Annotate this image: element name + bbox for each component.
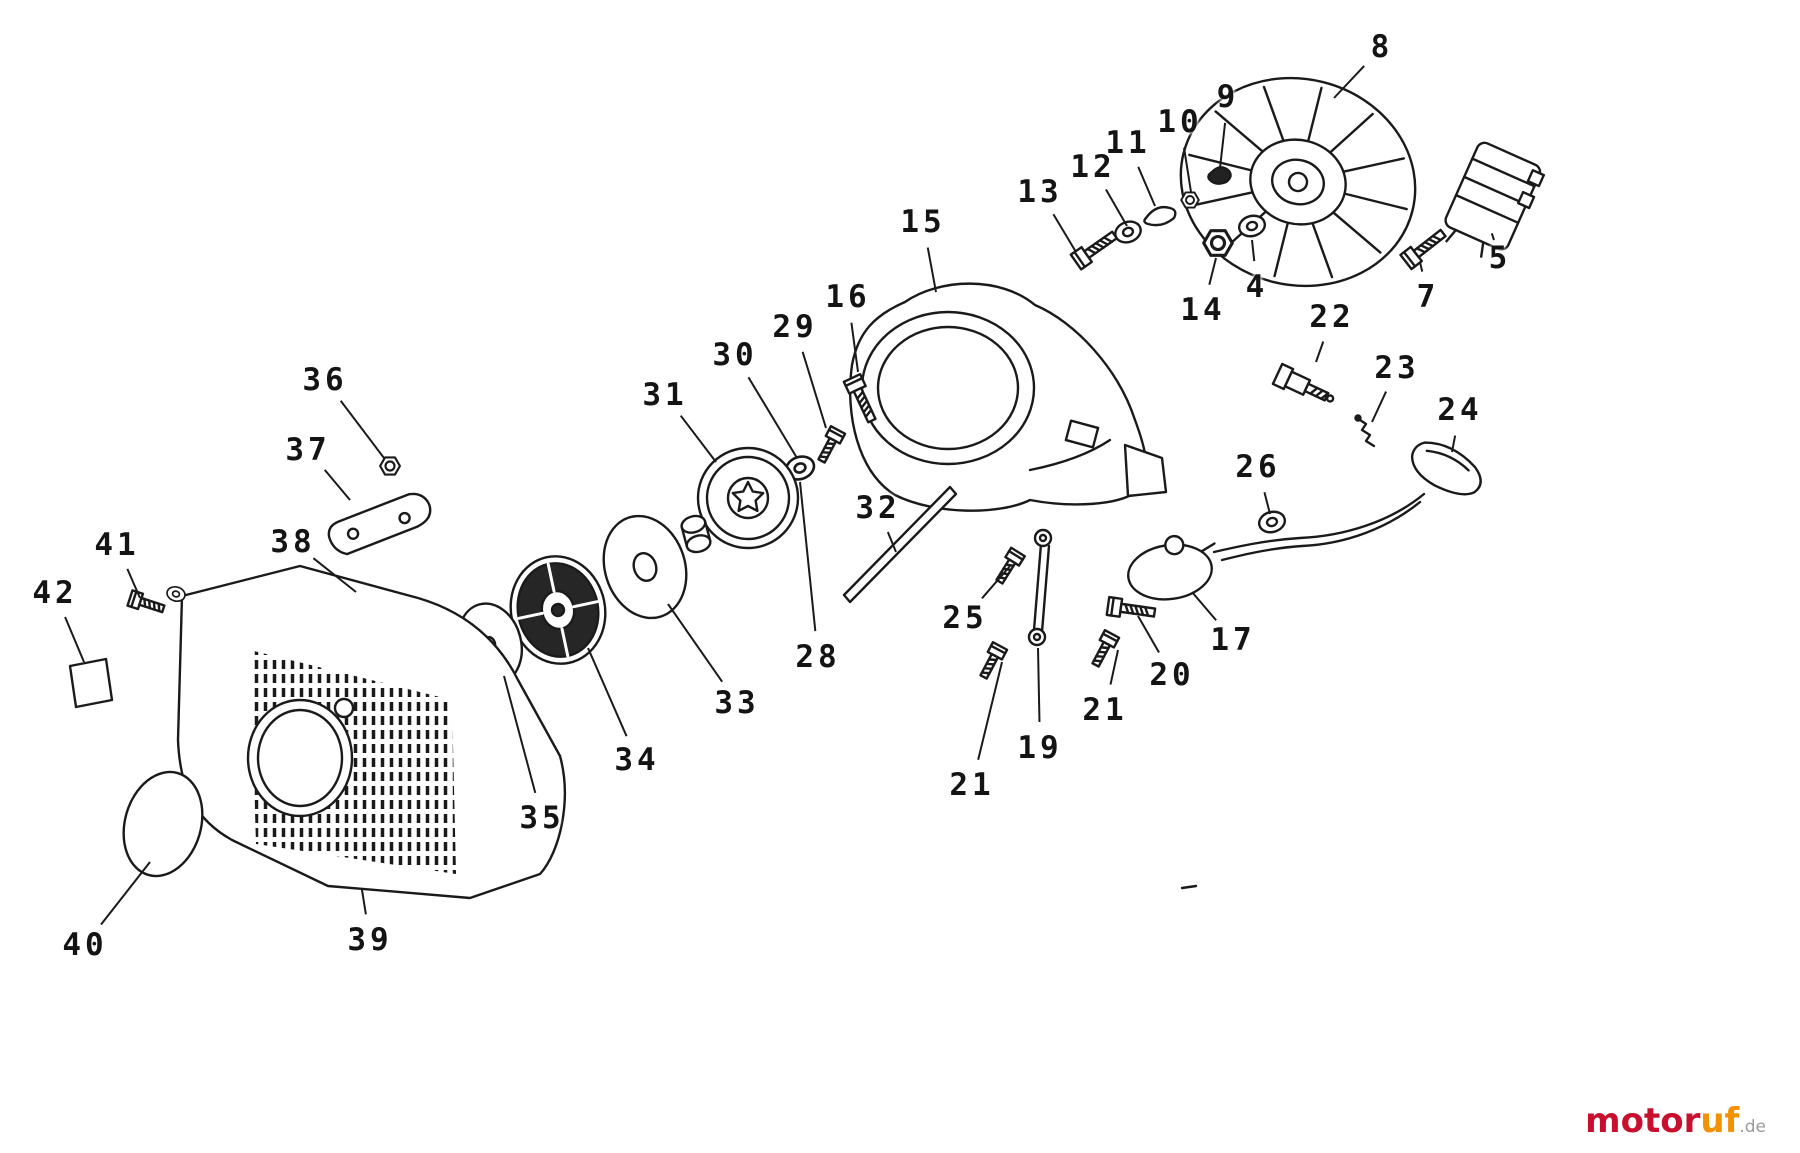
sprocket-drum-part	[696, 446, 800, 550]
nut-part-10	[1180, 191, 1200, 209]
watermark-brand-red: motor	[1585, 1101, 1701, 1141]
plug-part-22	[1271, 362, 1335, 403]
grip-part-24	[1410, 441, 1482, 496]
starter-handle-part	[327, 492, 432, 556]
spacer-sleeve-part	[680, 514, 712, 554]
nut-part-36	[379, 456, 401, 476]
washer-part-12	[1111, 216, 1145, 248]
ignition-module-part	[1444, 141, 1545, 258]
fan-housing-part	[849, 282, 1168, 512]
screw-part-25	[991, 546, 1026, 588]
tank-part-17	[1127, 534, 1216, 601]
spring-part-23	[1354, 414, 1376, 448]
watermark-suffix: .de	[1739, 1117, 1766, 1137]
starter-housing-part	[176, 564, 566, 900]
link-rod-part-19	[1027, 528, 1053, 647]
pawl-part-11	[1143, 205, 1177, 227]
screw-part-29	[813, 425, 847, 466]
nut-part-14	[1202, 229, 1234, 257]
watermark-brand-orange: uf	[1700, 1101, 1740, 1141]
screw-part-21a	[1087, 629, 1121, 670]
starter-pulley-part	[509, 555, 607, 665]
rod-part-32	[842, 485, 958, 604]
plate-part-33	[602, 514, 688, 620]
washer-part-26	[1255, 507, 1289, 537]
watermark: motoruf.de	[1585, 1101, 1766, 1141]
flywheel-part	[1179, 76, 1417, 288]
dash-mark	[1180, 884, 1198, 890]
cable-part	[1212, 492, 1426, 562]
bolt-part-13	[1069, 226, 1121, 271]
screw-part-21b	[975, 641, 1009, 682]
bolt-part-7	[1399, 224, 1450, 271]
screw-part-41	[126, 589, 167, 618]
plate-part-42	[68, 657, 114, 709]
bolt-part-20	[1105, 595, 1157, 623]
